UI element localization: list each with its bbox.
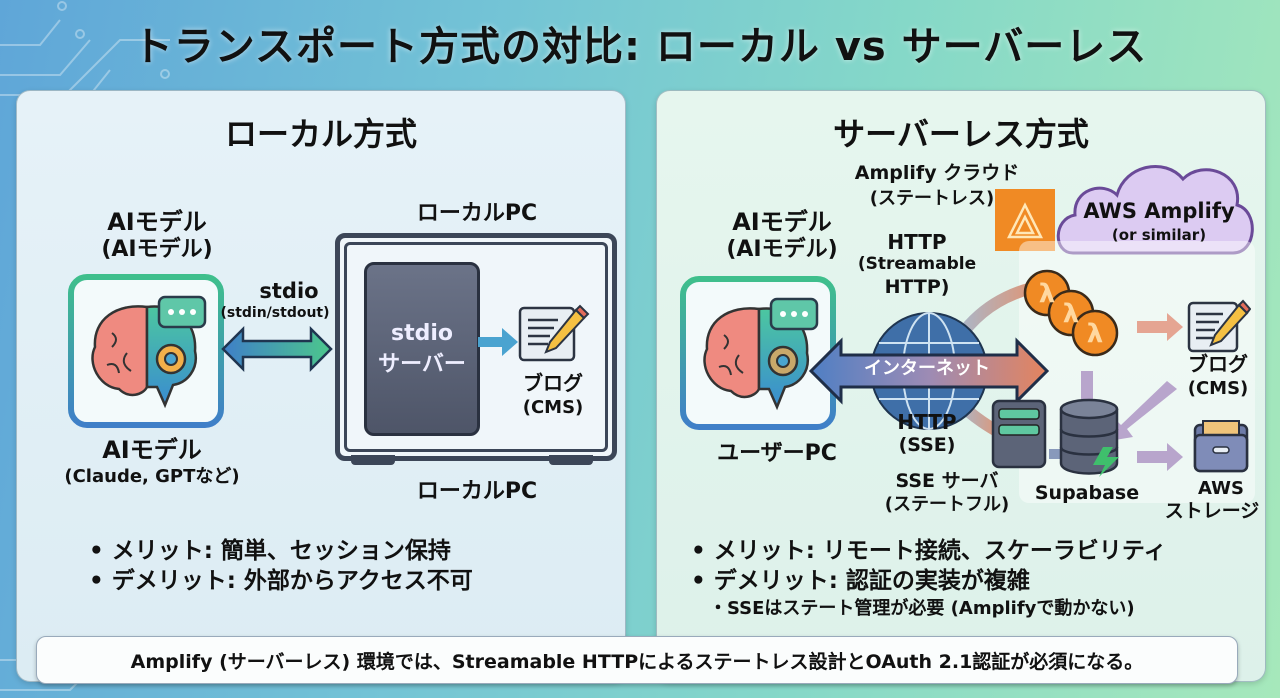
supabase-label: Supabase xyxy=(1034,482,1140,504)
sse-server-sub: (ステートフル) xyxy=(884,494,1010,515)
http-streamable-line3: HTTP) xyxy=(884,276,950,298)
user-ai-brain-icon xyxy=(680,276,836,430)
serverless-blog-sub: (CMS) xyxy=(1187,378,1249,399)
http-sse-line2: (SSE) xyxy=(898,434,956,456)
aws-amplify-cloud xyxy=(1056,165,1254,255)
local-heading: ローカル方式 xyxy=(224,115,417,153)
serverless-bullet-demerit: • デメリット: 認証の実装が複雑 xyxy=(691,567,1030,594)
page-title: トランスポート方式の対比: ローカル vs サーバーレス xyxy=(132,24,1148,70)
serverless-panel: サーバーレス方式 Amplify クラウド (ステートレス) AWS Ampli… xyxy=(656,90,1266,682)
sse-server-label: SSE サーバ xyxy=(895,470,999,492)
serverless-bullets: • メリット: リモート接続、スケーラビリティ • デメリット: 認証の実装が複… xyxy=(691,537,1167,620)
aws-storage-line2: ストレージ xyxy=(1164,500,1260,522)
aws-amplify-logo-icon xyxy=(995,189,1055,251)
supabase-database-icon xyxy=(1059,398,1119,477)
local-ai-caption: AIモデル xyxy=(102,436,202,464)
aws-amplify-label: AWS Amplify xyxy=(1083,199,1235,223)
stdio-link-sub: (stdin/stdout) xyxy=(220,305,330,321)
stdio-double-arrow xyxy=(221,325,333,373)
local-bullet-demerit: • デメリット: 外部からアクセス不可 xyxy=(89,567,473,594)
aws-amplify-sub: (or similar) xyxy=(1111,226,1207,244)
http-streamable-line1: HTTP xyxy=(887,230,947,254)
local-bullet-merit: • メリット: 簡単、セッション保持 xyxy=(89,538,451,564)
lambda-symbol-1: λ xyxy=(1039,279,1055,309)
local-blog-label: ブログ xyxy=(523,371,583,395)
ai-brain-icon xyxy=(68,274,224,428)
local-pc-bottom-label: ローカルPC xyxy=(416,479,538,504)
serverless-ai-model-label: AIモデル xyxy=(732,208,832,236)
stdio-server: stdio サーバー xyxy=(364,262,480,436)
pc-foot-right xyxy=(549,455,593,465)
local-ai-caption-sub: (Claude, GPTなど) xyxy=(64,466,240,487)
pc-foot-left xyxy=(351,455,395,465)
user-pc-label: ユーザーPC xyxy=(717,441,837,466)
amplify-cloud-label: Amplify クラウド xyxy=(854,162,1020,184)
local-blog-sub: (CMS) xyxy=(522,397,584,418)
summary-footer: Amplify (サーバーレス) 環境では、Streamable HTTPによる… xyxy=(36,636,1238,684)
arrow-right-icon xyxy=(478,328,518,356)
internet-label: インターネット xyxy=(864,358,990,379)
aws-storage-cabinet-icon xyxy=(1193,420,1249,473)
local-panel: ローカル方式 AIモデル (AIモデル) AIモデル (Claude, GPTな… xyxy=(16,90,626,682)
local-ai-model-label: AIモデル xyxy=(107,208,207,236)
lambda-symbol-3: λ xyxy=(1087,319,1103,349)
serverless-heading: サーバーレス方式 xyxy=(833,115,1089,153)
stdio-link-label: stdio xyxy=(259,279,319,303)
blog-document-icon xyxy=(518,304,590,362)
local-ai-model-sub: (AIモデル) xyxy=(101,237,213,262)
stdio-server-line2: サーバー xyxy=(378,351,466,377)
serverless-blog-document-icon xyxy=(1187,299,1251,353)
stdio-server-line1: stdio xyxy=(390,320,453,346)
serverless-ai-model-sub: (AIモデル) xyxy=(726,237,838,262)
http-streamable-line2: (Streamable xyxy=(857,254,977,274)
lambda-functions-icon: λ λ λ xyxy=(1023,269,1119,357)
serverless-blog-label: ブログ xyxy=(1188,352,1248,376)
serverless-sub-bullet: ・SSEはステート管理が必要 (Amplifyで動かない) xyxy=(709,597,1135,619)
local-pc-frame: stdio サーバー ブログ (CMS) xyxy=(335,233,617,461)
amplify-cloud-sub: (ステートレス) xyxy=(869,188,995,209)
aws-storage-line1: AWS xyxy=(1198,478,1244,499)
local-pc-top-label: ローカルPC xyxy=(416,201,538,226)
serverless-bullet-merit: • メリット: リモート接続、スケーラビリティ xyxy=(691,538,1167,564)
http-sse-line1: HTTP xyxy=(897,410,957,434)
local-bullets: • メリット: 簡単、セッション保持 • デメリット: 外部からアクセス不可 xyxy=(89,537,473,597)
sse-server-icon xyxy=(991,399,1047,469)
lambda-symbol-2: λ xyxy=(1063,299,1079,329)
